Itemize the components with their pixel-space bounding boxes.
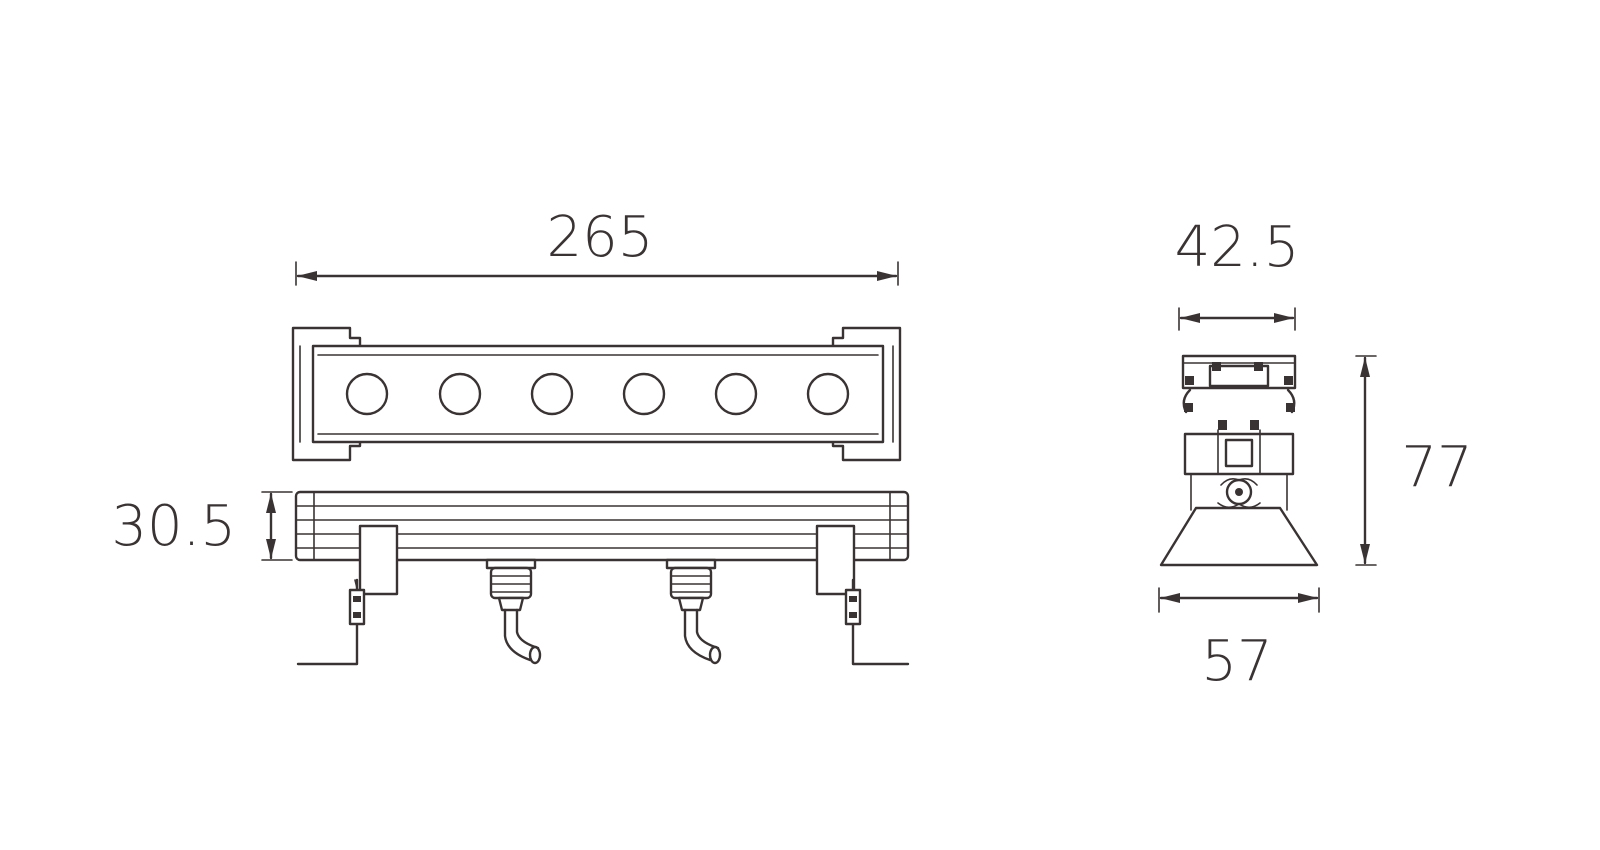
bracket-foot (851, 578, 910, 666)
led-lens (438, 372, 482, 416)
led-lens (806, 372, 850, 416)
height-dimension: 30.5 (111, 491, 293, 561)
base-width-dimension: 57 (1158, 587, 1320, 694)
height-label: 30.5 (111, 494, 236, 559)
end-view-screw (1212, 362, 1221, 371)
bracket-block (358, 524, 399, 596)
bracket-screw (353, 612, 361, 618)
end-view-screw (1184, 403, 1193, 412)
end-view-screw (1286, 403, 1295, 412)
end-view-gland-arc (1217, 502, 1261, 509)
top-view-body (311, 344, 885, 444)
end-view-base (1159, 506, 1319, 567)
led-lens (714, 372, 758, 416)
bracket-knob (348, 588, 366, 626)
end-view-screw (1218, 420, 1227, 430)
top-width-dimension: 42.5 (1175, 215, 1300, 331)
cable-end (528, 645, 542, 665)
gland-tip (677, 596, 705, 612)
bracket-foot (296, 578, 359, 666)
side-height-label: 77 (1401, 435, 1472, 500)
end-view-gland-center (1235, 488, 1243, 496)
cable-gland-left (485, 558, 542, 665)
cable-end (708, 645, 722, 665)
bracket-block (815, 524, 856, 596)
gland-tip (497, 596, 525, 612)
end-view-gland-arc (1220, 478, 1258, 486)
bracket-screw (353, 596, 361, 602)
led-lens (530, 372, 574, 416)
cable-line (683, 608, 712, 662)
cable-gland-right (665, 558, 722, 665)
mounting-bracket-left (296, 524, 399, 666)
length-label: 265 (547, 205, 654, 270)
end-view-lens-window (1208, 364, 1270, 388)
gland-nut (489, 566, 533, 600)
mounting-bracket-right (815, 524, 910, 666)
bracket-screw (849, 612, 857, 618)
side-view (294, 490, 910, 666)
end-view-screw (1250, 420, 1259, 430)
gland-nut (669, 566, 713, 600)
end-view: 42.5 (1158, 215, 1473, 694)
bracket-knob (844, 588, 862, 626)
cable-line (695, 608, 720, 650)
end-view-screw (1284, 376, 1293, 385)
bracket-screw (849, 596, 857, 602)
top-width-label: 42.5 (1175, 215, 1300, 280)
end-view-gland-block (1224, 438, 1254, 468)
cable-line (515, 608, 540, 650)
led-lens (345, 372, 389, 416)
length-dimension: 265 (295, 205, 899, 286)
led-lens (622, 372, 666, 416)
end-view-screw (1254, 362, 1263, 371)
side-height-dimension: 77 (1355, 355, 1473, 566)
top-view (291, 326, 902, 462)
side-view-body (294, 490, 910, 562)
cable-line (503, 608, 532, 662)
base-width-label: 57 (1201, 629, 1272, 694)
end-view-screw (1185, 376, 1194, 385)
